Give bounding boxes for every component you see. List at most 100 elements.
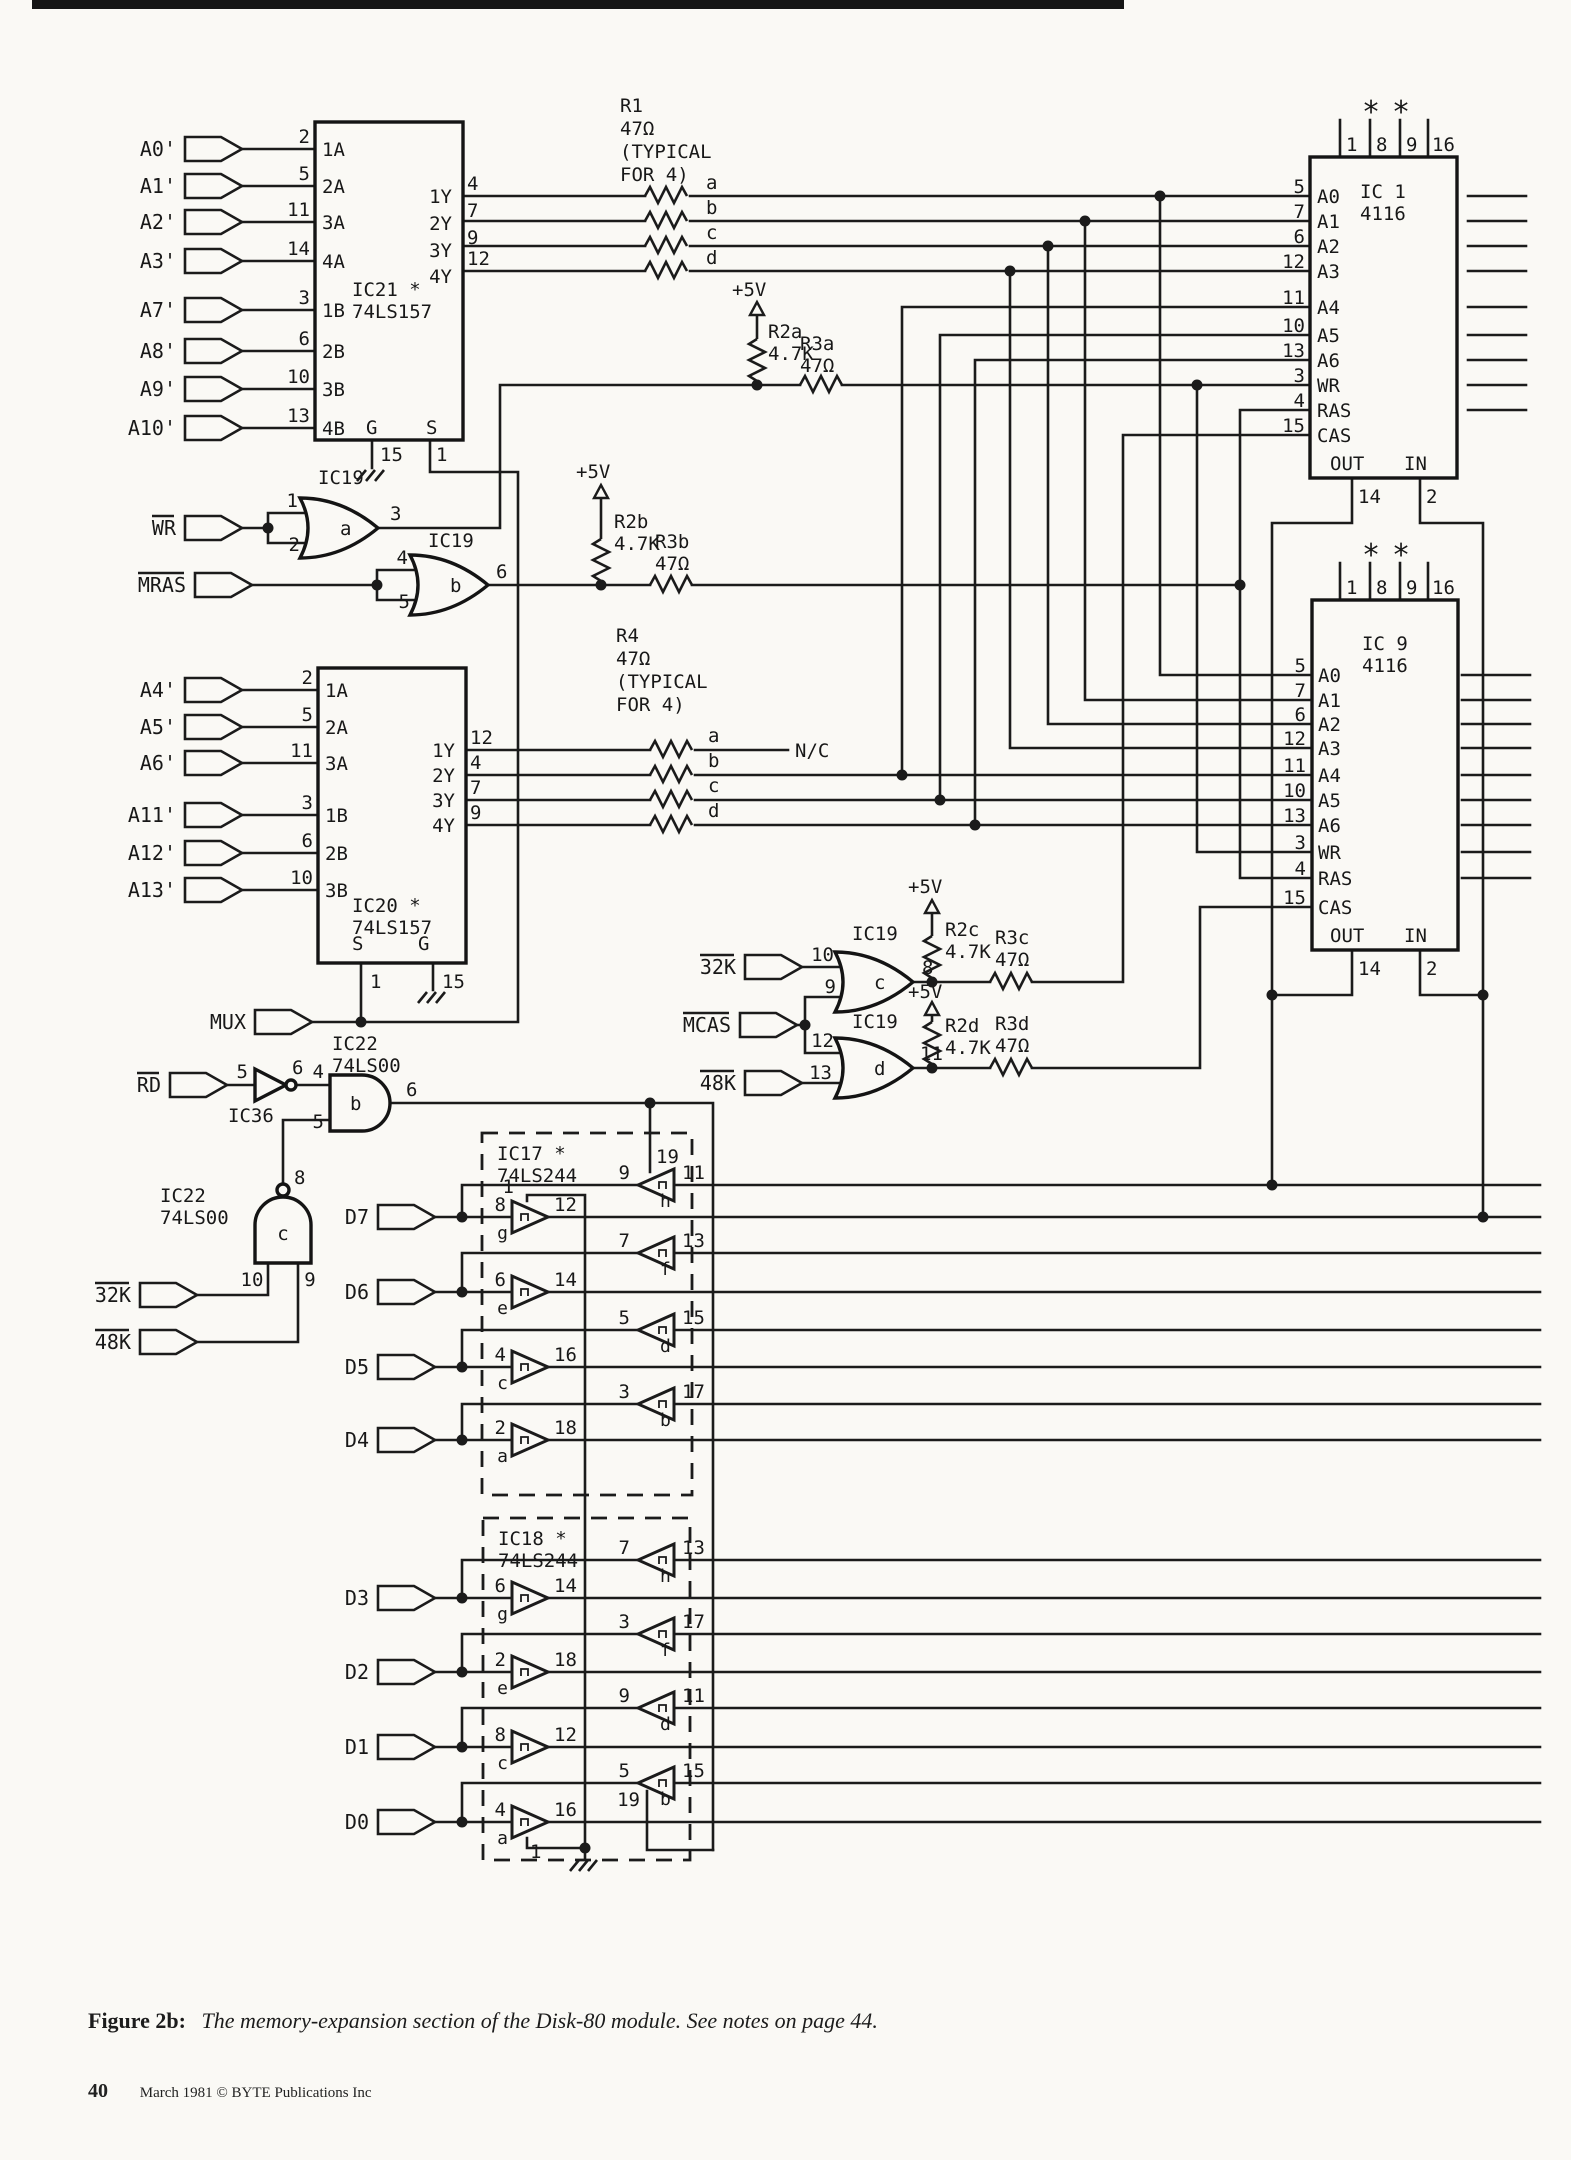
- ic9-text-147: A0: [1318, 665, 1341, 687]
- ic20-text-61: 2A: [325, 717, 348, 739]
- ic9-text-151: A4: [1318, 765, 1341, 787]
- ic19d-text-101: d: [874, 1058, 885, 1080]
- pin-ic17-a-right: 18: [554, 1417, 577, 1439]
- ic21-text-12: 3Y: [429, 240, 452, 262]
- ic21-text-8: 3B: [322, 379, 345, 401]
- r4-text-87: FOR 4): [616, 694, 685, 716]
- pin-ic18-a-left: 4: [495, 1799, 506, 1821]
- ic1-text-115: A0: [1317, 186, 1340, 208]
- ic9-text-176: 2: [1426, 958, 1437, 980]
- ic22b-text-178: 74LS00: [332, 1055, 401, 1077]
- buffer-enable-glyph-ic18-a: [520, 1818, 529, 1826]
- buffer-ic17-c: [510, 1348, 552, 1386]
- resistor-r2d: [921, 1020, 943, 1066]
- ic9-text-149: A2: [1318, 714, 1341, 736]
- junction-dot-16: [1234, 579, 1246, 591]
- signal-tag-d7: [376, 1203, 438, 1231]
- signal-label-mras: MRAS: [138, 573, 186, 597]
- ic22c-text-189: c: [277, 1223, 288, 1245]
- junction-dot-12: [896, 769, 908, 781]
- ic9-text-165: 4: [1295, 858, 1306, 880]
- ic20-text-66: 1Y: [432, 740, 455, 762]
- buffer-letter-ic17-d: d: [660, 1336, 671, 1357]
- signal-label-k48d: 48K: [700, 1071, 736, 1095]
- junction-dot-0: [262, 522, 274, 534]
- buffer-letter-ic18-g: g: [497, 1604, 508, 1625]
- wires-ram-array-stubs: [1460, 194, 1532, 880]
- junction-dot-17: [644, 1097, 656, 1109]
- r3b-text-56: R3b: [655, 531, 689, 553]
- buffer-ic17-e: [510, 1273, 552, 1311]
- pin-ic17-c-left: 4: [495, 1344, 506, 1366]
- signal-tag-a10p: [183, 414, 245, 442]
- ic1-text-127: 6: [1294, 226, 1305, 248]
- ic21-text-9: 4B: [322, 418, 345, 440]
- signal-label-a6p: A6': [140, 751, 176, 775]
- signal-label-mcas: MCAS: [683, 1013, 731, 1037]
- ic9-text-162: 10: [1283, 780, 1306, 802]
- nand-gate-ic22c: [253, 1182, 313, 1265]
- r3b-text-57: 47Ω: [655, 553, 689, 575]
- pin-ic17-b-right: 17: [682, 1381, 705, 1403]
- buffer-enable-glyph-ic17-e: [520, 1288, 529, 1296]
- pin-ic17-c-right: 16: [554, 1344, 577, 1366]
- wires-read-logic: [196, 1083, 715, 1860]
- pin-ic18-g-right: 14: [554, 1575, 577, 1597]
- wires-data-buffers-ic18: [433, 1558, 1542, 1824]
- buffer-letter-ic18-c: c: [497, 1753, 508, 1774]
- ic1-text-118: A3: [1317, 261, 1340, 283]
- signal-label-rd: RD: [137, 1073, 161, 1097]
- ic22b-text-184: b: [350, 1093, 361, 1115]
- r1-text-37: d: [706, 247, 717, 269]
- ic21-text-25: 12: [467, 248, 490, 270]
- ic9-text-163: 13: [1283, 805, 1306, 827]
- power-arrow-r2a: [747, 299, 767, 317]
- resistor-r1a: [643, 184, 689, 206]
- signal-label-a2p: A2': [140, 210, 176, 234]
- pin-ic17-g-left: 8: [495, 1194, 506, 1216]
- ic21-text-26: G: [366, 417, 377, 439]
- r1-text-35: b: [706, 197, 717, 219]
- ic9-text-169: 9: [1406, 577, 1417, 599]
- ic21-text-16: 11: [287, 199, 310, 221]
- pin-ic18-g-left: 6: [495, 1575, 506, 1597]
- ic19c-text-97: 8: [922, 957, 933, 979]
- signal-label-wr: WR: [152, 516, 177, 540]
- pin-ic18-e-left: 2: [495, 1649, 506, 1671]
- ic18-text-199: 1: [530, 1841, 541, 1863]
- buffer-enable-glyph-ic17-a: [520, 1436, 529, 1444]
- pin-ic17-f-right: 13: [682, 1230, 705, 1252]
- ic36-text-181: 6: [292, 1057, 303, 1079]
- signal-tag-a7p: [183, 296, 245, 324]
- page-number: 40: [88, 2080, 108, 2102]
- signal-tag-a2p: [183, 208, 245, 236]
- ic19b-text-47: 6: [496, 561, 507, 583]
- pin-ic18-c-right: 12: [554, 1724, 577, 1746]
- junction-dot-23: [456, 1666, 468, 1678]
- signal-label-a8p: A8': [140, 339, 176, 363]
- signal-tag-a8p: [183, 337, 245, 365]
- ic20-text-58: IC20 *: [352, 895, 421, 917]
- ic1-text-138: 16: [1432, 134, 1455, 156]
- power-arrow-r2b: [591, 482, 611, 500]
- buffer-enable-glyph-ic18-c: [520, 1743, 529, 1751]
- buffer-enable-glyph-ic17-g: [520, 1213, 529, 1221]
- ic21-text-1: 74LS157: [352, 301, 432, 323]
- signal-tag-d3: [376, 1584, 438, 1612]
- signal-tag-a0p: [183, 135, 245, 163]
- r1-text-32: (TYPICAL: [620, 141, 712, 163]
- r2d-text-110: 4.7K: [945, 1037, 991, 1059]
- signal-label-a3p: A3': [140, 249, 176, 273]
- publication-credit: March 1981 © BYTE Publications Inc: [139, 2085, 372, 2101]
- ic17-text-193: 74LS244: [497, 1165, 577, 1187]
- ic22b-text-185: 6: [406, 1079, 417, 1101]
- pin-ic18-c-left: 8: [495, 1724, 506, 1746]
- ic21-text-10: 1Y: [429, 186, 452, 208]
- junction-dot-11: [1004, 265, 1016, 277]
- r3d-text-111: R3d: [995, 1013, 1029, 1035]
- pin-ic18-h-right: 13: [682, 1537, 705, 1559]
- ic19b-text-43: IC19: [428, 530, 474, 552]
- junction-dot-22: [456, 1592, 468, 1604]
- ic20-text-76: 12: [470, 727, 493, 749]
- ic1-4116-box: [1308, 155, 1459, 480]
